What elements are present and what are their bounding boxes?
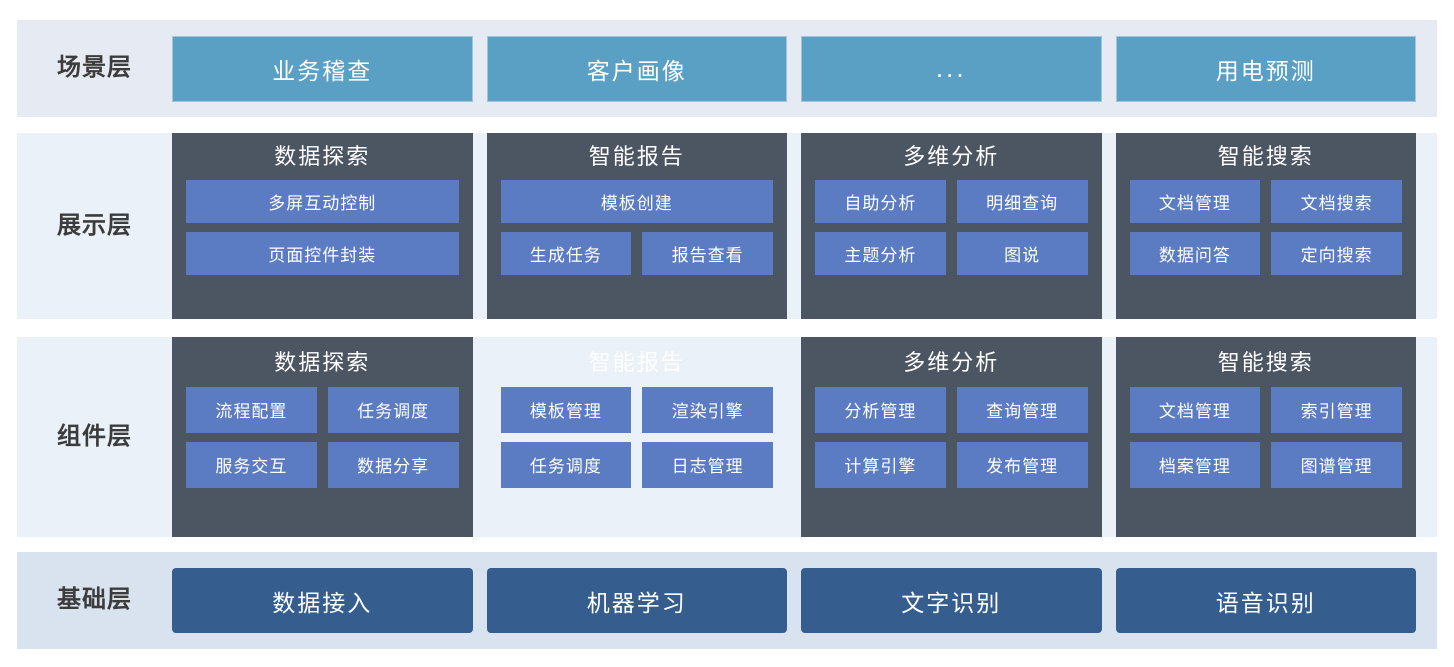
layer-scene: 场景层 业务稽查 客户画像 ... 用电预测 <box>17 20 1437 117</box>
scene-card-power-forecast[interactable]: 用电预测 <box>1115 35 1416 102</box>
chip-log-management[interactable]: 日志管理 <box>642 441 773 488</box>
chip-group: 流程配置 任务调度 服务交互 数据分享 <box>186 386 459 523</box>
chip-data-qa[interactable]: 数据问答 <box>1129 231 1261 275</box>
layer-label-scene: 场景层 <box>57 54 132 82</box>
chip-group: 模板管理 渲染引擎 任务调度 日志管理 <box>500 386 773 523</box>
chip-query-management[interactable]: 查询管理 <box>956 386 1088 433</box>
component-card-smart-search[interactable]: 智能搜索 文档管理 索引管理 档案管理 图谱管理 <box>1115 337 1416 537</box>
chip-template-management[interactable]: 模板管理 <box>500 386 632 433</box>
chip-group: 文档管理 文档搜索 数据问答 定向搜索 <box>1129 179 1402 306</box>
chip-group: 多屏互动控制 页面控件封装 <box>186 179 459 306</box>
chip-flow-config[interactable]: 流程配置 <box>186 386 317 433</box>
chip-row: 文档管理 索引管理 <box>1129 386 1402 433</box>
chip-detail-query[interactable]: 明细查询 <box>956 179 1088 223</box>
base-card-label: 数据接入 <box>272 589 373 616</box>
chip-row: 多屏互动控制 <box>186 179 459 223</box>
chip-archive-management[interactable]: 档案管理 <box>1129 441 1261 488</box>
chip-page-widget-package[interactable]: 页面控件封装 <box>186 231 459 275</box>
chip-row: 生成任务 报告查看 <box>500 231 773 275</box>
group-title: 智能搜索 <box>1217 350 1314 375</box>
chip-row: 自助分析 明细查询 <box>815 179 1088 223</box>
chip-row: 页面控件封装 <box>186 231 459 275</box>
layer-label-component: 组件层 <box>57 422 132 450</box>
chip-task-schedule[interactable]: 任务调度 <box>327 386 459 433</box>
chip-row: 任务调度 日志管理 <box>500 441 773 488</box>
display-card-smart-search[interactable]: 智能搜索 文档管理 文档搜索 数据问答 定向搜索 <box>1115 133 1416 319</box>
component-card-multidim-analysis[interactable]: 多维分析 分析管理 查询管理 计算引擎 发布管理 <box>801 337 1102 537</box>
chip-row: 档案管理 图谱管理 <box>1129 441 1402 488</box>
chip-targeted-search[interactable]: 定向搜索 <box>1271 231 1402 275</box>
chip-row: 文档管理 文档搜索 <box>1129 179 1402 223</box>
chip-index-management[interactable]: 索引管理 <box>1271 386 1402 433</box>
chip-chart-narrative[interactable]: 图说 <box>956 231 1088 275</box>
display-card-data-exploration[interactable]: 数据探索 多屏互动控制 页面控件封装 <box>172 133 473 319</box>
chip-document-search[interactable]: 文档搜索 <box>1271 179 1402 223</box>
base-card-list: 数据接入 机器学习 文字识别 语音识别 <box>172 552 1437 649</box>
scene-card-label: 用电预测 <box>1215 57 1316 84</box>
base-card-ocr[interactable]: 文字识别 <box>801 568 1102 633</box>
chip-topic-analysis[interactable]: 主题分析 <box>815 231 946 275</box>
chip-row: 模板管理 渲染引擎 <box>500 386 773 433</box>
chip-multiscreen-control[interactable]: 多屏互动控制 <box>186 179 459 223</box>
chip-group: 分析管理 查询管理 计算引擎 发布管理 <box>815 386 1088 523</box>
layer-base: 基础层 数据接入 机器学习 文字识别 语音识别 <box>17 552 1437 649</box>
chip-self-service-analysis[interactable]: 自助分析 <box>815 179 946 223</box>
ellipsis-icon: ... <box>935 53 967 83</box>
chip-group: 自助分析 明细查询 主题分析 图说 <box>815 179 1088 306</box>
chip-row: 模板创建 <box>500 179 773 223</box>
chip-row: 服务交互 数据分享 <box>186 441 459 488</box>
group-title: 智能搜索 <box>1217 144 1314 169</box>
group-title: 智能报告 <box>588 144 685 169</box>
group-title: 数据探索 <box>274 144 371 169</box>
group-title: 数据探索 <box>274 350 371 375</box>
chip-row: 流程配置 任务调度 <box>186 386 459 433</box>
scene-card-label: 业务稽查 <box>272 57 373 84</box>
chip-analysis-management[interactable]: 分析管理 <box>815 386 946 433</box>
chip-row: 数据问答 定向搜索 <box>1129 231 1402 275</box>
chip-report-view[interactable]: 报告查看 <box>642 231 773 275</box>
chip-row: 主题分析 图说 <box>815 231 1088 275</box>
base-card-label: 语音识别 <box>1215 589 1316 616</box>
layer-label-display: 展示层 <box>57 211 132 239</box>
chip-task-schedule[interactable]: 任务调度 <box>500 441 632 488</box>
component-card-list: 数据探索 流程配置 任务调度 服务交互 数据分享 智能报告 模板管理 <box>172 337 1437 537</box>
layer-component: 组件层 数据探索 流程配置 任务调度 服务交互 数据分享 智能报告 <box>17 337 1437 537</box>
component-card-smart-report[interactable]: 智能报告 模板管理 渲染引擎 任务调度 日志管理 <box>487 337 788 537</box>
scene-card-label: 客户画像 <box>586 57 687 84</box>
base-card-label: 文字识别 <box>901 589 1002 616</box>
chip-document-management[interactable]: 文档管理 <box>1129 386 1261 433</box>
display-card-multidim-analysis[interactable]: 多维分析 自助分析 明细查询 主题分析 图说 <box>801 133 1102 319</box>
chip-row: 计算引擎 发布管理 <box>815 441 1088 488</box>
layer-label-base: 基础层 <box>57 586 132 614</box>
chip-generate-task[interactable]: 生成任务 <box>500 231 632 275</box>
group-title: 多维分析 <box>903 144 1000 169</box>
scene-card-more[interactable]: ... <box>801 35 1102 102</box>
base-card-label: 机器学习 <box>586 589 687 616</box>
chip-render-engine[interactable]: 渲染引擎 <box>642 386 773 433</box>
chip-template-create[interactable]: 模板创建 <box>500 179 773 223</box>
base-card-speech-recognition[interactable]: 语音识别 <box>1115 568 1416 633</box>
group-title: 智能报告 <box>588 350 685 375</box>
chip-graph-management[interactable]: 图谱管理 <box>1271 441 1402 488</box>
base-card-machine-learning[interactable]: 机器学习 <box>486 568 787 633</box>
chip-data-sharing[interactable]: 数据分享 <box>327 441 459 488</box>
chip-row: 分析管理 查询管理 <box>815 386 1088 433</box>
scene-card-list: 业务稽查 客户画像 ... 用电预测 <box>172 20 1437 117</box>
chip-publish-management[interactable]: 发布管理 <box>956 441 1088 488</box>
layer-display: 展示层 数据探索 多屏互动控制 页面控件封装 智能报告 模板创建 <box>17 133 1437 319</box>
scene-card-business-audit[interactable]: 业务稽查 <box>172 35 473 102</box>
chip-group: 模板创建 生成任务 报告查看 <box>500 179 773 306</box>
display-card-smart-report[interactable]: 智能报告 模板创建 生成任务 报告查看 <box>486 133 787 319</box>
group-title: 多维分析 <box>903 350 1000 375</box>
scene-card-customer-profile[interactable]: 客户画像 <box>486 35 787 102</box>
chip-compute-engine[interactable]: 计算引擎 <box>815 441 946 488</box>
chip-group: 文档管理 索引管理 档案管理 图谱管理 <box>1129 386 1402 523</box>
chip-document-management[interactable]: 文档管理 <box>1129 179 1261 223</box>
chip-service-interaction[interactable]: 服务交互 <box>186 441 317 488</box>
base-card-data-ingestion[interactable]: 数据接入 <box>172 568 473 633</box>
component-card-data-exploration[interactable]: 数据探索 流程配置 任务调度 服务交互 数据分享 <box>172 337 473 537</box>
display-card-list: 数据探索 多屏互动控制 页面控件封装 智能报告 模板创建 <box>172 133 1437 319</box>
